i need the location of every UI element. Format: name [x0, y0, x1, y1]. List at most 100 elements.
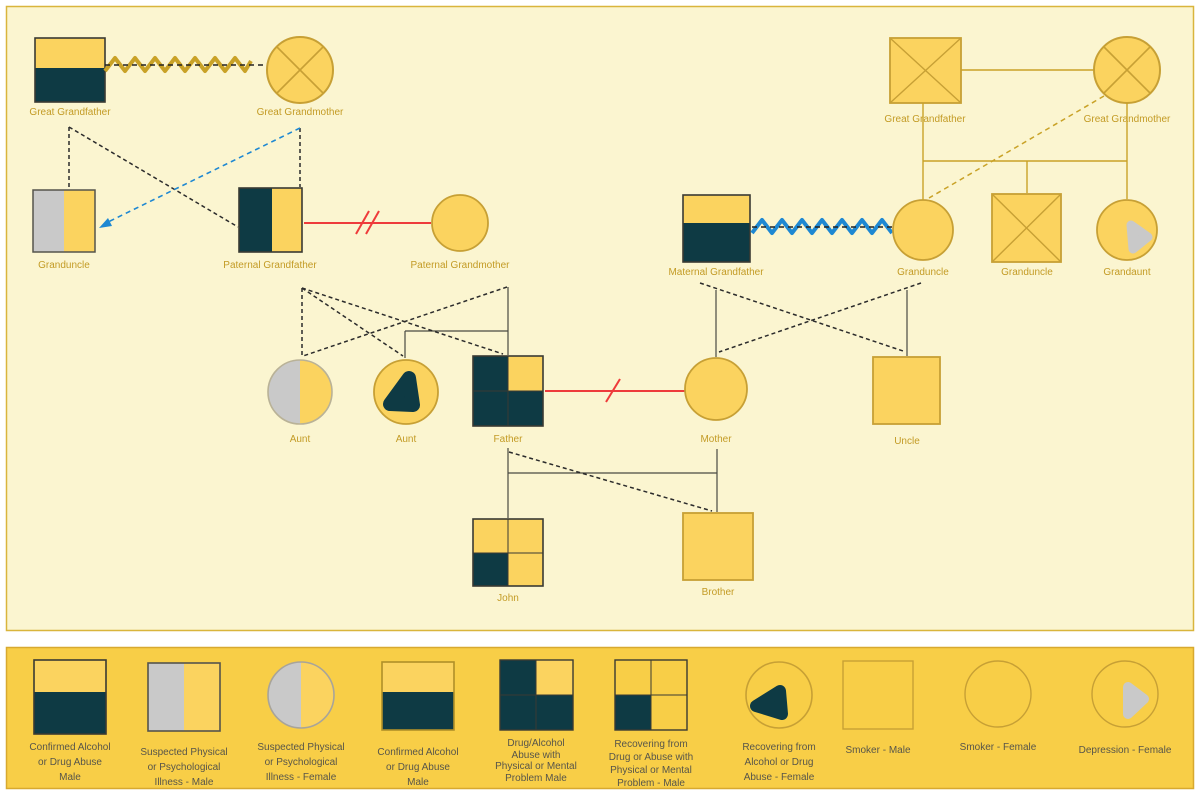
diagram-panel	[5, 5, 1195, 632]
dashed-connector[interactable]	[508, 451, 713, 512]
legend-label-smoker-male: Smoker - Male	[845, 745, 911, 756]
legend-symbol-confirmed-alcohol-male-2	[381, 661, 455, 731]
dashed-connector[interactable]	[301, 287, 404, 357]
node-paternal-grandfather[interactable]	[238, 187, 303, 253]
node-father[interactable]	[472, 355, 544, 427]
legend-label-recovering-female: Recovering from Alcohol or Drug Abuse - …	[742, 742, 816, 783]
uncle-square[interactable]	[872, 356, 941, 425]
mgf-top-half[interactable]	[683, 195, 750, 223]
node-mother[interactable]	[684, 357, 748, 421]
label-mother: Mother	[700, 434, 732, 445]
legend-symbol-smoker-male	[842, 660, 914, 730]
john-q-tr[interactable]	[508, 519, 543, 553]
depression-gray-marker	[1126, 220, 1153, 254]
dashed-connector[interactable]	[68, 126, 239, 228]
node-maternal-grandfather[interactable]	[682, 194, 751, 263]
legend-symbol-recovering-female	[745, 661, 813, 729]
legend-label-suspected-illness-male: Suspected Physical or Psychological Illn…	[140, 747, 228, 788]
legend-label-suspected-illness-female: Suspected Physical or Psychological Illn…	[257, 742, 345, 783]
label-pgf: Paternal Grandfather	[223, 260, 317, 271]
separation-slash	[605, 378, 621, 403]
granduncle-p-yellow-half[interactable]	[64, 190, 95, 252]
aunt1-gray-half	[268, 360, 300, 424]
john-q-tl[interactable]	[473, 519, 508, 553]
deceased-x-line	[991, 193, 1062, 263]
legend-label-smoker-female: Smoker - Female	[959, 742, 1037, 753]
gold-dashed-connector[interactable]	[928, 95, 1105, 199]
legend-symbol-suspected-illness-female	[267, 661, 335, 729]
node-aunt-2[interactable]	[373, 359, 439, 425]
node-john[interactable]	[472, 518, 544, 587]
dashed-connector[interactable]	[301, 287, 504, 355]
father-q-br[interactable]	[508, 391, 543, 426]
father-q-bl[interactable]	[473, 391, 508, 426]
recovering-dark-marker	[383, 371, 420, 412]
label-aunt1: Aunt	[290, 434, 311, 445]
aunt1-border	[267, 359, 333, 425]
legend-label-depression-female: Depression - Female	[1078, 745, 1172, 756]
legend-label-confirmed-alcohol-male-1: Confirmed Alcohol or Drug Abuse Male	[29, 742, 111, 783]
mgf-border[interactable]	[682, 194, 751, 263]
mgf-bottom-half[interactable]	[683, 223, 750, 262]
legend-symbol-confirmed-alcohol-male-1	[33, 659, 107, 735]
label-aunt2: Aunt	[396, 434, 417, 445]
maternal-descent-connectors[interactable]	[922, 103, 1128, 200]
node-grandaunt[interactable]	[1096, 199, 1158, 261]
deceased-x-line	[889, 37, 962, 104]
granduncle-m1-circle[interactable]	[892, 199, 954, 261]
deceased-x-line	[276, 46, 324, 94]
label-ggf-p: Great Grandfather	[29, 107, 111, 118]
divorce-slash	[355, 210, 370, 235]
label-granduncle-m1: Granduncle	[897, 267, 949, 278]
granduncle-p-border[interactable]	[32, 189, 96, 253]
node-great-grandfather-paternal[interactable]	[34, 37, 106, 103]
label-grandaunt: Grandaunt	[1103, 267, 1150, 278]
node-granduncle-maternal-1[interactable]	[892, 199, 954, 261]
node-granduncle-maternal-2[interactable]	[991, 193, 1062, 263]
label-brother: Brother	[702, 587, 735, 598]
node-paternal-grandmother[interactable]	[431, 194, 489, 252]
node-uncle[interactable]	[872, 356, 941, 425]
john-q-br[interactable]	[508, 553, 543, 586]
brother-square[interactable]	[682, 512, 754, 581]
dashed-connector[interactable]	[718, 282, 922, 353]
node-aunt-1[interactable]	[267, 359, 333, 425]
pgf-dark-half[interactable]	[239, 188, 272, 252]
mother-circle[interactable]	[684, 357, 748, 421]
john-q-bl[interactable]	[473, 553, 508, 586]
label-granduncle-m2: Granduncle	[1001, 267, 1053, 278]
label-mgf: Maternal Grandfather	[668, 267, 764, 278]
blue-arrowhead	[99, 218, 112, 228]
legend-symbol-suspected-illness-male	[147, 662, 221, 732]
node-great-grandmother-maternal[interactable]	[1093, 36, 1161, 104]
legend-symbol-depression-female	[1091, 660, 1159, 728]
dashed-connector[interactable]	[302, 286, 508, 357]
legend-symbol-smoker-female	[964, 660, 1032, 728]
node-granduncle-paternal[interactable]	[32, 189, 96, 253]
node-brother[interactable]	[682, 512, 754, 581]
label-father: Father	[494, 434, 524, 445]
granduncle-p-gray-half[interactable]	[33, 190, 64, 252]
node-great-grandmother-paternal[interactable]	[266, 36, 334, 104]
label-ggf-m: Great Grandfather	[884, 114, 966, 125]
blue-dashed-connector[interactable]	[103, 127, 301, 225]
pgf-yellow-half[interactable]	[272, 188, 302, 252]
dashed-connector[interactable]	[699, 282, 904, 352]
father-q-tl[interactable]	[473, 356, 508, 391]
legend-label-confirmed-alcohol-male-2: Confirmed Alcohol or Drug Abuse Male	[377, 747, 459, 788]
legend-symbol-recovering-physical-mental-male	[614, 659, 688, 731]
label-uncle: Uncle	[894, 436, 920, 447]
zigzag-blue-connector[interactable]	[750, 218, 894, 235]
pgf-border[interactable]	[238, 187, 303, 253]
label-granduncle-p: Granduncle	[38, 260, 90, 271]
node-great-grandfather-maternal[interactable]	[889, 37, 962, 104]
pgm-circle[interactable]	[431, 194, 489, 252]
legend-label-drug-alcohol-physical-mental-male: Drug/Alcohol Abuse with Physical or Ment…	[495, 738, 577, 784]
ggf-p-top-half[interactable]	[35, 38, 105, 68]
label-john: John	[497, 593, 519, 604]
ggf-p-bottom-half[interactable]	[35, 68, 105, 102]
father-q-tr[interactable]	[508, 356, 543, 391]
legend-label-recovering-physical-mental-male: Recovering from Drug or Abuse with Physi…	[608, 739, 694, 789]
label-pgm: Paternal Grandmother	[411, 260, 511, 271]
